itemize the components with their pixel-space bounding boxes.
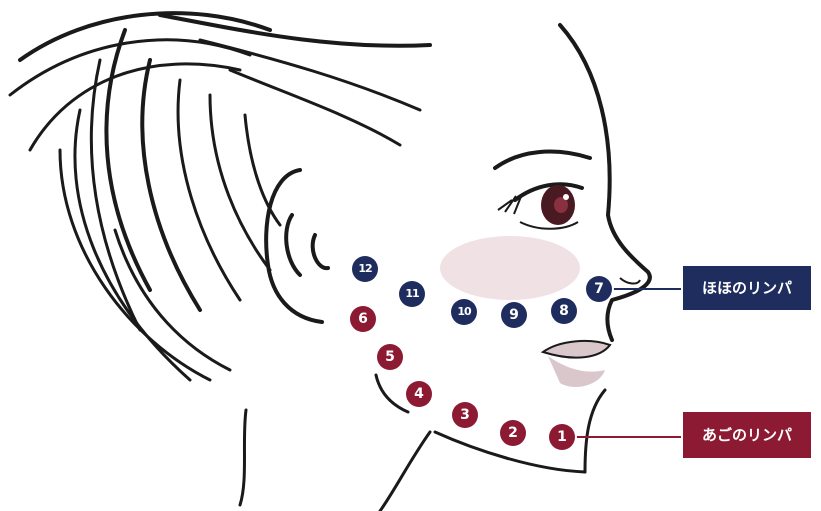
lymph-point-3: 3 xyxy=(452,402,478,428)
nostril xyxy=(620,278,640,284)
cheek-lymph-label: ほほのリンパ xyxy=(681,264,813,312)
lymph-point-2: 2 xyxy=(500,420,526,446)
lymph-point-8: 8 xyxy=(551,298,577,324)
lymph-point-4: 4 xyxy=(406,381,432,407)
eye xyxy=(498,184,582,229)
jaw-lymph-label: あごのリンパ xyxy=(681,410,813,460)
lips xyxy=(543,341,610,387)
lymph-point-11: 11 xyxy=(399,281,425,307)
lymph-point-10: 10 xyxy=(451,299,477,325)
lymph-point-6: 6 xyxy=(350,306,376,332)
ear xyxy=(266,170,328,322)
lymph-point-12: 12 xyxy=(352,256,378,282)
lymph-point-5: 5 xyxy=(377,344,403,370)
lymph-point-1: 1 xyxy=(549,424,575,450)
cheek-blush xyxy=(440,236,580,300)
lymph-point-9: 9 xyxy=(501,302,527,328)
lymph-point-7: 7 xyxy=(586,276,612,302)
